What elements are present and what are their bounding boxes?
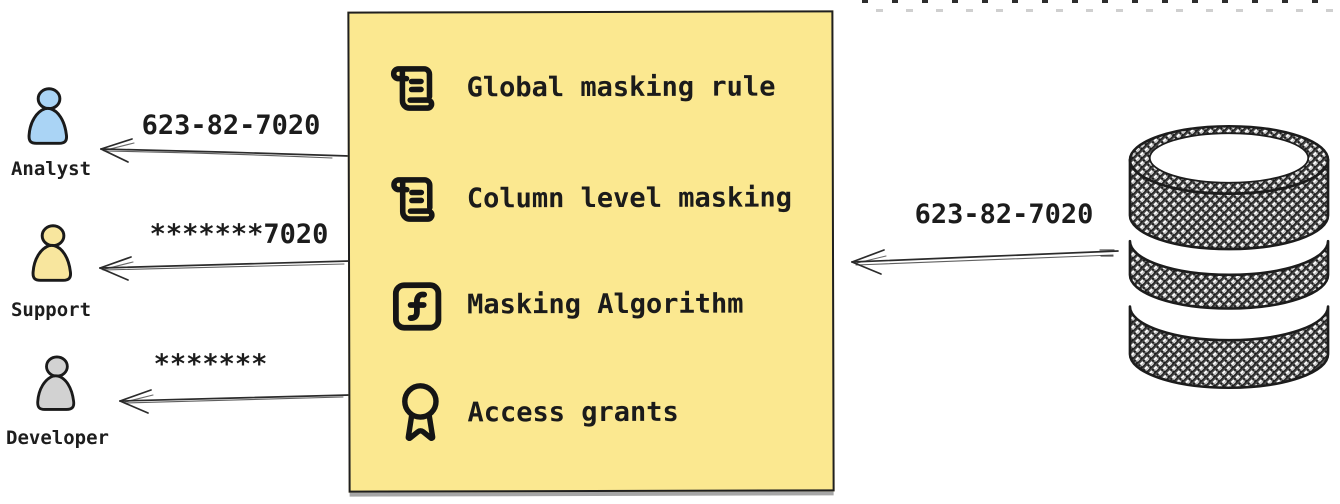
masking-box-row: Column level masking [350,170,832,222]
masking-box-item-label: Global masking rule [466,71,776,104]
developer-label: Developer [6,427,109,449]
arrow-db-to-box [851,249,1119,275]
database-icon [1124,122,1334,398]
scroll-text-icon [390,66,435,111]
support-value-label: *******7020 [149,219,329,250]
analyst-label: Analyst [10,158,92,180]
scroll-text-icon [391,177,435,222]
masking-box-item-label: Masking Algorithm [467,288,744,321]
arrow-to-developer [119,389,351,414]
masking-box-item-label: Access grants [467,396,679,429]
masking-box-row: Global masking rule [349,59,831,111]
masking-rules-box: Global masking rule Column level masking… [347,10,835,493]
database-value-label: 623-82-7020 [914,199,1094,230]
arrow-to-support [99,256,351,281]
developer-value-label: ******* [153,349,268,380]
developer-person-icon [29,351,79,422]
masking-box-item-label: Column level masking [466,182,793,215]
function-square-icon [392,282,442,331]
masking-box-row: Masking Algorithm [350,276,832,331]
arrow-to-analyst [100,138,350,163]
analyst-person-icon [20,85,72,154]
support-label: Support [10,299,92,321]
analyst-value-label: 623-82-7020 [141,110,321,141]
support-person-icon [24,220,76,293]
award-ribbon-icon [402,383,439,441]
masking-box-row: Access grants [350,380,832,441]
top-edge-hatch-marks [860,0,1340,12]
